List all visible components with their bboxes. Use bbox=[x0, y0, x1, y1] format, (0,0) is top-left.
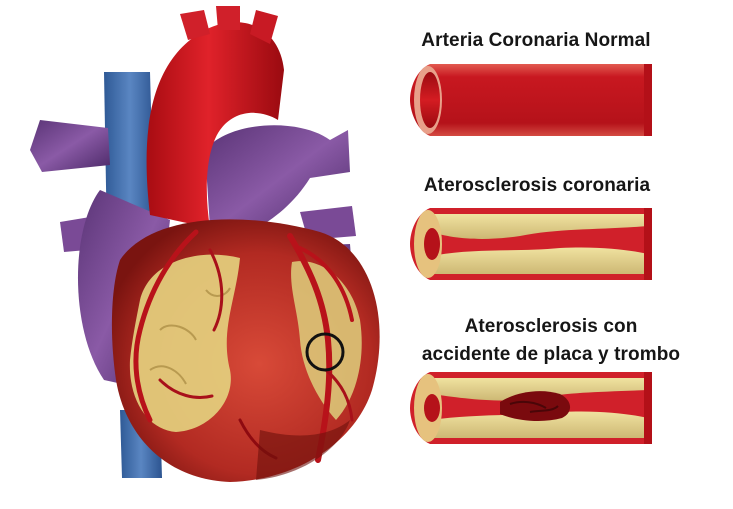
label-normal-artery: Arteria Coronaria Normal bbox=[398, 30, 674, 52]
pulmonary-veins-left bbox=[30, 120, 110, 172]
left-carotid-artery bbox=[216, 6, 240, 30]
label-plaque-thrombus: Aterosclerosis con accidente de placa y … bbox=[386, 313, 716, 369]
vessel-atherosclerosis bbox=[410, 208, 652, 280]
vessel-thrombus-lumen bbox=[424, 394, 440, 422]
heart bbox=[30, 6, 380, 482]
vessel-normal-body bbox=[410, 64, 650, 136]
vessel-athero-lumen bbox=[424, 228, 440, 260]
vessel-thrombus-end bbox=[644, 372, 652, 444]
vessel-normal-lumen bbox=[420, 72, 440, 128]
vessel-athero-end bbox=[644, 208, 652, 280]
vessel-normal-end bbox=[644, 64, 652, 136]
label-plaque-line-2: accidente de placa y trombo bbox=[386, 341, 716, 369]
vessel-thrombus bbox=[410, 372, 652, 444]
vessel-normal bbox=[410, 64, 652, 136]
label-plaque-line-1: Aterosclerosis con bbox=[386, 313, 716, 341]
label-coronary-atherosclerosis: Aterosclerosis coronaria bbox=[398, 175, 676, 197]
